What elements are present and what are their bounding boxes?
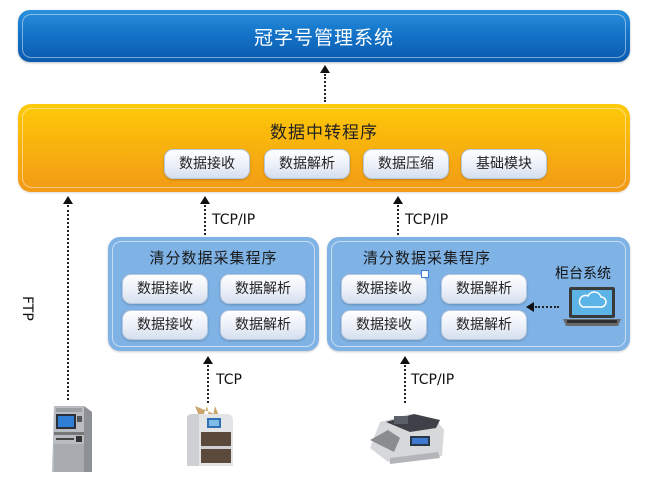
collector-title-2: 清分数据采集程序 bbox=[363, 249, 492, 267]
counter-system-label: 柜台系统 bbox=[555, 266, 611, 282]
collector-box-2: 清分数据采集程序 数据接收 数据解析 数据接收 数据解析 柜台系统 bbox=[327, 237, 630, 351]
collector2-module-receive: 数据接收 bbox=[341, 274, 427, 304]
management-system-box: 冠字号管理系统 bbox=[18, 10, 630, 62]
relay-module-receive: 数据接收 bbox=[164, 149, 250, 179]
arrow-left-icon bbox=[526, 302, 534, 312]
arrow-up-icon bbox=[320, 65, 330, 73]
banknote-sorter-icon bbox=[187, 406, 233, 466]
ftp-label: FTP bbox=[19, 296, 35, 321]
relay-module-base: 基础模块 bbox=[461, 149, 547, 179]
relay-program-title: 数据中转程序 bbox=[270, 123, 378, 143]
collector1-module-parse-2: 数据解析 bbox=[220, 310, 306, 340]
laptop-cloud-icon bbox=[563, 287, 621, 326]
selection-handle[interactable] bbox=[421, 270, 429, 278]
collector2-module-receive-2: 数据接收 bbox=[341, 310, 427, 340]
connector-atm-to-relay bbox=[67, 205, 69, 400]
connector-relay-to-system bbox=[324, 74, 326, 102]
arrow-up-icon bbox=[63, 196, 73, 204]
atm-icon bbox=[52, 406, 92, 472]
banknote-counter-icon bbox=[370, 414, 444, 464]
connector-sorter-to-collector1 bbox=[207, 365, 209, 403]
relay-program-box: 数据中转程序 数据接收 数据解析 数据压缩 基础模块 bbox=[18, 104, 630, 192]
connector-counter-to-collector2 bbox=[535, 306, 559, 308]
connector-collector1-to-relay bbox=[204, 205, 206, 235]
arrow-up-icon bbox=[393, 196, 403, 204]
connector-counter-machine-to-collector2 bbox=[404, 365, 406, 403]
arrow-up-icon bbox=[200, 196, 210, 204]
collector1-module-receive: 数据接收 bbox=[122, 274, 208, 304]
collector-box-1: 清分数据采集程序 数据接收 数据解析 数据接收 数据解析 bbox=[108, 237, 319, 351]
tcp-label: TCP bbox=[216, 372, 242, 388]
arrow-up-icon bbox=[400, 356, 410, 364]
arrow-up-icon bbox=[203, 356, 213, 364]
connector-collector2-to-relay bbox=[397, 205, 399, 235]
collector1-module-parse: 数据解析 bbox=[220, 274, 306, 304]
collector1-module-receive-2: 数据接收 bbox=[122, 310, 208, 340]
tcpip-label-2: TCP/IP bbox=[405, 212, 449, 228]
tcpip-label-3: TCP/IP bbox=[411, 372, 455, 388]
tcpip-label-1: TCP/IP bbox=[212, 212, 256, 228]
collector-title-1: 清分数据采集程序 bbox=[149, 249, 278, 267]
collector2-module-parse-2: 数据解析 bbox=[441, 310, 527, 340]
collector2-module-parse: 数据解析 bbox=[441, 274, 527, 304]
relay-module-parse: 数据解析 bbox=[264, 149, 350, 179]
relay-module-compress: 数据压缩 bbox=[363, 149, 449, 179]
management-system-title: 冠字号管理系统 bbox=[253, 27, 394, 49]
